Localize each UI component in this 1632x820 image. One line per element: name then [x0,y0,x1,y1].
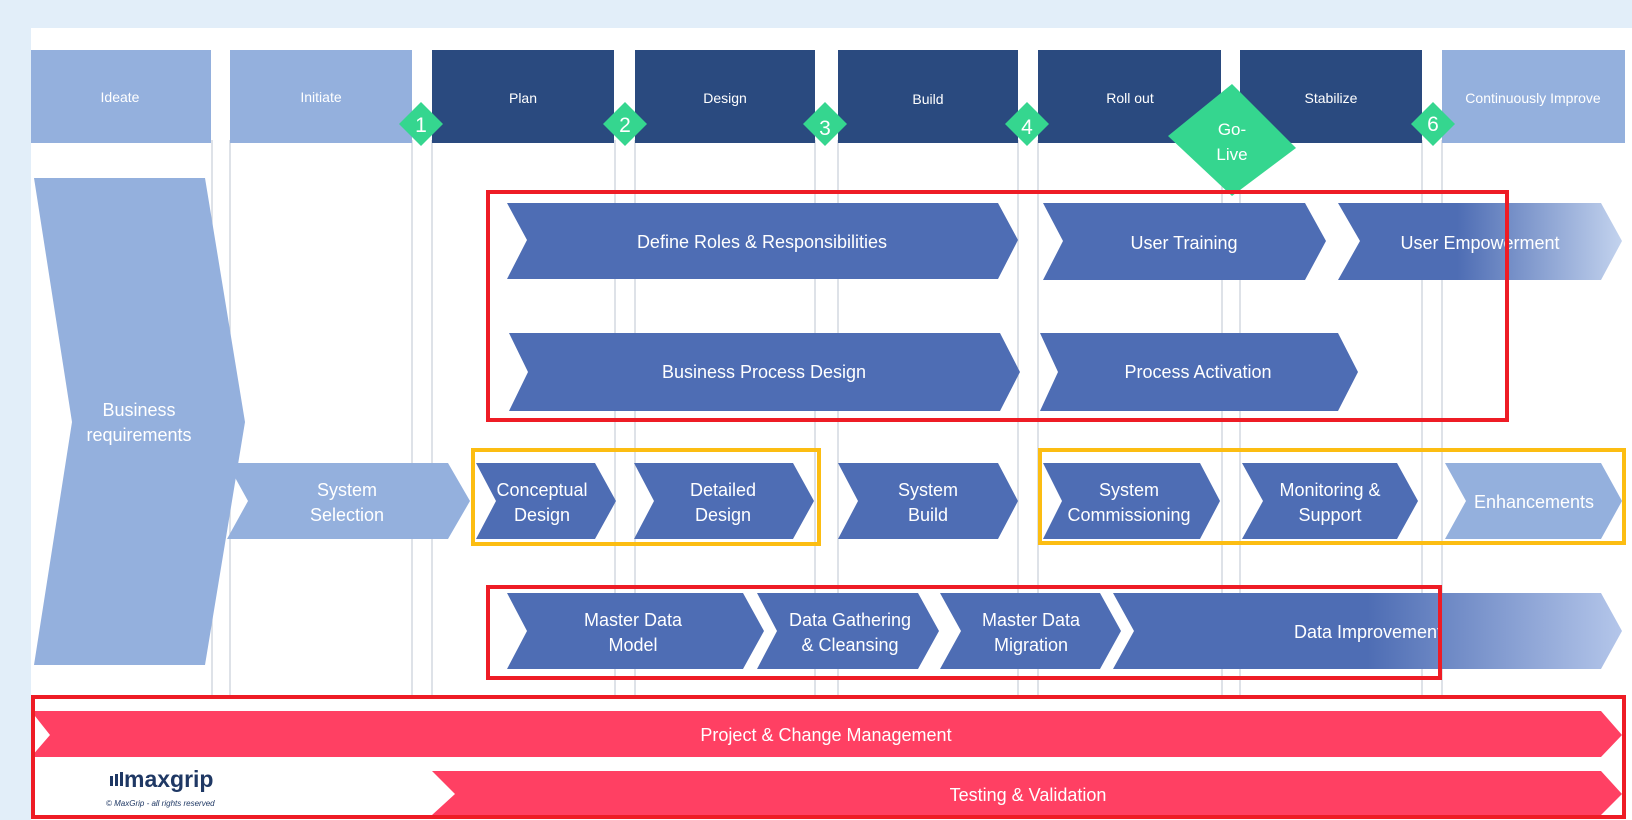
chevron-label-line2: Commissioning [1067,505,1190,525]
chevron-label-line2: Design [695,505,751,525]
chevron-label: Define Roles & Responsibilities [637,232,887,252]
chevron-label-line2: Selection [310,505,384,525]
business-process-design-chevron: Business Process Design [509,333,1020,411]
milestone-3-diamond: 3 [803,102,847,146]
milestone-label: 6 [1427,113,1439,136]
chevron-label-line1: Business [102,400,175,420]
conceptual-design-chevron: Conceptual Design [476,463,616,539]
chevron-label-line2: requirements [86,425,191,445]
chevron-label-line2: Model [608,635,657,655]
data-improvement-chevron: Data Improvement [1113,593,1622,669]
detailed-design-chevron: Detailed Design [634,463,814,539]
chevron-label-line2: Build [908,505,948,525]
phase-header-rollout: Roll out [1038,50,1221,143]
phase-header-initiate: Initiate [230,50,412,143]
milestone-4-diamond: 4 [1005,102,1049,146]
chevron-label-line1: System [317,480,377,500]
chevron-label-line2: Migration [994,635,1068,655]
milestone-label: 4 [1021,116,1033,139]
band-label: Project & Change Management [700,725,951,745]
chevron-label-line2: Support [1298,505,1361,525]
chevron-label-line1: Detailed [690,480,756,500]
chevron-label-line1: Monitoring & [1279,480,1380,500]
data-gathering-chevron: Data Gathering & Cleansing [757,593,939,669]
business-requirements-chevron: Business requirements [34,178,245,665]
chevron-label: User Training [1130,233,1237,253]
milestone-6-diamond: 6 [1411,102,1455,146]
yellow-highlight-box-rollout [1038,448,1626,545]
phase-label: Ideate [101,89,140,105]
master-data-model-chevron: Master Data Model [507,593,764,669]
chevron-label-line1: Data Gathering [789,610,911,630]
chevron-label-line1: System [1099,480,1159,500]
chevron-label: Data Improvement [1294,622,1442,642]
chevron-label-line1: Master Data [982,610,1081,630]
copyright-text: © MaxGrip - all rights reserved [106,799,215,808]
phase-label: Continuously Improve [1465,90,1601,106]
golive-milestone-diamond: Go- Live [1168,84,1296,196]
process-activation-chevron: Process Activation [1040,333,1358,411]
phase-label: Plan [509,90,537,106]
phase-label: Design [703,90,747,106]
phase-label: Stabilize [1305,90,1358,106]
milestone-label: 3 [819,117,831,140]
logo-wordmark: maxgrip [124,766,213,792]
phase-label: Roll out [1106,90,1154,106]
milestone-label: 1 [415,114,427,137]
band-label: Testing & Validation [950,785,1107,805]
phase-header-plan: Plan [432,50,614,143]
chevron-label-line1: System [898,480,958,500]
system-build-chevron: System Build [838,463,1018,539]
golive-label-line1: Go- [1218,120,1246,139]
milestone-1-diamond: 1 [399,102,443,146]
chevron-label: Process Activation [1124,362,1271,382]
monitoring-support-chevron: Monitoring & Support [1242,463,1418,539]
phase-label: Initiate [300,89,341,105]
system-selection-chevron: System Selection [227,463,470,539]
chevron-label: User Empowerment [1400,233,1559,253]
chevron-label: Business Process Design [662,362,866,382]
yellow-highlight-box-design [471,448,821,546]
chevron-label: Enhancements [1474,492,1594,512]
golive-label-line2: Live [1216,145,1247,164]
roadmap-diagram: Ideate Initiate Plan Design Build Roll o… [31,50,1626,819]
maxgrip-logo: maxgrip © MaxGrip - all rights reserved [106,766,215,808]
phase-label: Build [912,91,943,107]
enhancements-chevron: Enhancements [1445,463,1622,539]
phase-header-continuously-improve: Continuously Improve [1442,50,1625,143]
system-commissioning-chevron: System Commissioning [1043,463,1220,539]
testing-validation-band: Testing & Validation [432,771,1622,815]
chevron-label-line1: Conceptual [496,480,587,500]
chevron-label-line1: Master Data [584,610,683,630]
phase-header-ideate: Ideate [31,50,211,143]
red-highlight-box-top [486,190,1509,422]
milestone-2-diamond: 2 [603,102,647,146]
chevron-label-line2: & Cleansing [801,635,898,655]
phase-header-design: Design [635,50,815,143]
red-highlight-box-bottom [31,695,1626,819]
phase-header-build: Build [838,50,1018,143]
red-highlight-box-data [486,585,1442,680]
process-roadmap-slide: Ideate Initiate Plan Design Build Roll o… [31,28,1632,820]
master-data-migration-chevron: Master Data Migration [940,593,1121,669]
define-roles-chevron: Define Roles & Responsibilities [507,203,1018,279]
user-empowerment-chevron: User Empowerment [1338,203,1622,280]
chevron-label-line2: Design [514,505,570,525]
project-change-management-band: Project & Change Management [31,711,1622,757]
milestone-label: 2 [619,114,631,137]
user-training-chevron: User Training [1043,203,1326,280]
